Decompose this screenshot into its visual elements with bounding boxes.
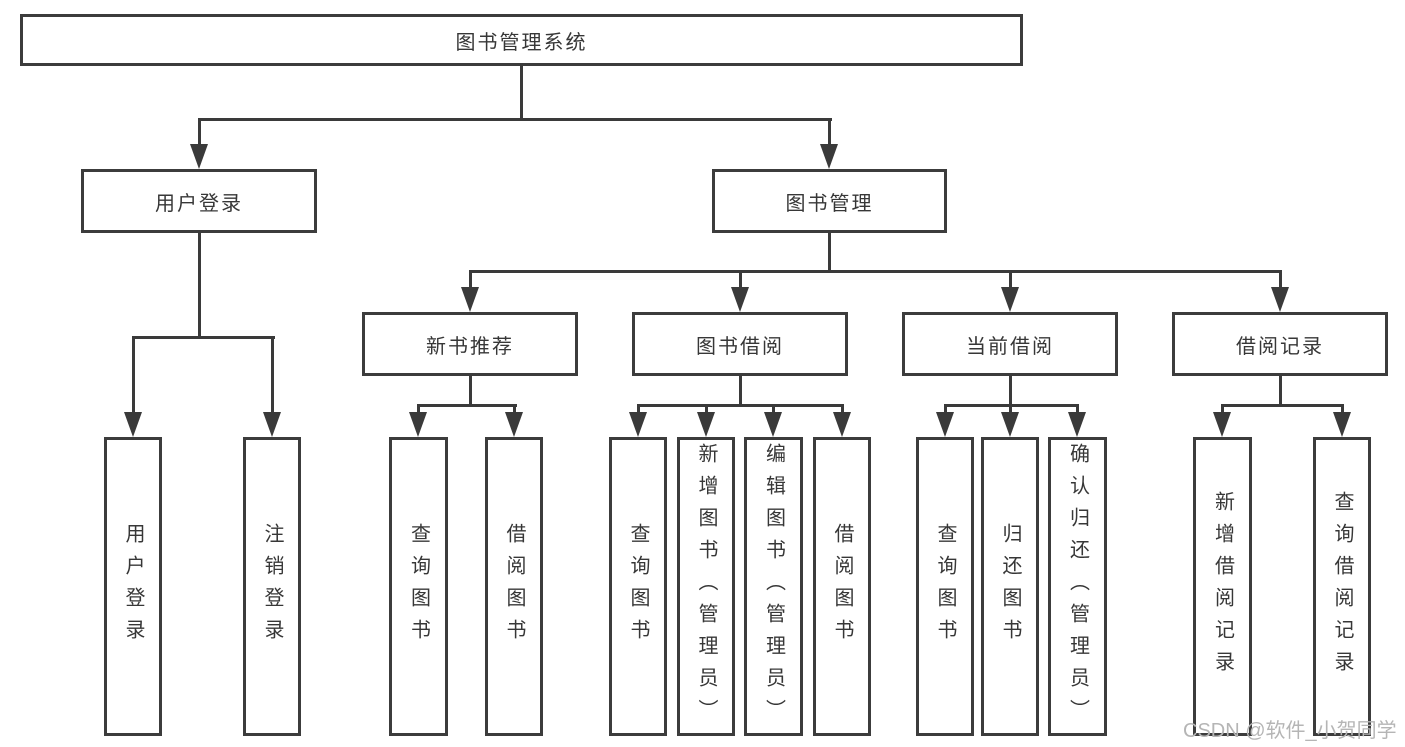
- edge-bb-query-stub: [637, 404, 640, 414]
- leaf-borrowing-add-admin: 新增图书（管理员）: [677, 437, 735, 736]
- edge-leaf-logout-stub: [271, 336, 274, 413]
- arrowhead-nb-query: [409, 412, 427, 437]
- leaf-current-confirm-admin: 确认归还（管理员）: [1048, 437, 1107, 736]
- leaf-records-add: 新增借阅记录: [1193, 437, 1252, 736]
- leaf-records-query: 查询借阅记录: [1313, 437, 1371, 736]
- edge-cb-query-stub: [944, 404, 947, 414]
- edge-book-mgmt-stub: [828, 118, 831, 146]
- leaf-borrowing-edit-admin-label: 编辑图书（管理员）: [762, 442, 785, 731]
- edge-new-books-stub: [469, 270, 472, 288]
- node-new-book-recommend-label: 新书推荐: [426, 335, 514, 358]
- edge-book-mgmt-trunk: [828, 233, 831, 273]
- leaf-user-login-label: 用户登录: [122, 522, 144, 651]
- leaf-user-login: 用户登录: [104, 437, 162, 736]
- edge-nb-borrow-stub: [513, 404, 516, 414]
- arrowhead-br-query: [1333, 412, 1351, 437]
- arrowhead-leaf-login: [124, 412, 142, 437]
- leaf-current-return: 归还图书: [981, 437, 1039, 736]
- leaf-current-return-label: 归还图书: [999, 522, 1021, 651]
- leaf-records-query-label: 查询借阅记录: [1331, 490, 1353, 683]
- node-book-borrowing-label: 图书借阅: [696, 335, 784, 358]
- leaf-records-add-label: 新增借阅记录: [1211, 490, 1234, 683]
- leaf-current-confirm-admin-label: 确认归还（管理员）: [1066, 442, 1089, 731]
- arrowhead-user-login: [190, 144, 208, 169]
- edge-level3-splitter: [469, 270, 1282, 273]
- edge-borrow-records-trunk: [1279, 375, 1282, 406]
- leaf-borrowing-borrow: 借阅图书: [813, 437, 871, 736]
- node-current-borrowing: 当前借阅: [902, 312, 1118, 376]
- arrowhead-book-borrow: [731, 287, 749, 312]
- edge-bb-add-stub: [705, 404, 708, 414]
- edge-user-login-trunk: [198, 233, 201, 339]
- leaf-newbooks-borrow: 借阅图书: [485, 437, 543, 736]
- arrowhead-bb-edit: [764, 412, 782, 437]
- edge-nb-query-stub: [417, 404, 420, 414]
- arrowhead-book-mgmt: [820, 144, 838, 169]
- edge-borrow-records-leaf-splitter: [1221, 404, 1343, 407]
- arrowhead-leaf-logout: [263, 412, 281, 437]
- leaf-borrowing-query-label: 查询图书: [627, 522, 649, 651]
- edge-leaf-login-stub: [132, 336, 135, 413]
- leaf-logout: 注销登录: [243, 437, 301, 736]
- leaf-borrowing-borrow-label: 借阅图书: [831, 522, 853, 651]
- node-root: 图书管理系统: [20, 14, 1023, 66]
- arrowhead-bb-query: [629, 412, 647, 437]
- edge-bb-edit-stub: [772, 404, 775, 414]
- node-book-borrowing: 图书借阅: [632, 312, 848, 376]
- edge-user-login-splitter: [132, 336, 275, 339]
- node-book-management-label: 图书管理: [785, 192, 874, 215]
- csdn-watermark: CSDN @软件_小贺同学: [1183, 720, 1397, 742]
- edge-level2-splitter: [198, 118, 832, 121]
- arrowhead-current-borrow: [1001, 287, 1019, 312]
- node-current-borrowing-label: 当前借阅: [966, 335, 1054, 358]
- edge-new-books-leaf-splitter: [417, 404, 517, 407]
- node-user-login: 用户登录: [81, 169, 317, 233]
- node-new-book-recommend: 新书推荐: [362, 312, 578, 376]
- edge-new-books-trunk: [469, 375, 472, 406]
- leaf-borrowing-edit-admin: 编辑图书（管理员）: [744, 437, 803, 736]
- arrowhead-cb-confirm: [1068, 412, 1086, 437]
- leaf-current-query: 查询图书: [916, 437, 974, 736]
- leaf-newbooks-query: 查询图书: [389, 437, 448, 736]
- leaf-borrowing-query: 查询图书: [609, 437, 667, 736]
- edge-borrow-records-stub: [1279, 270, 1282, 288]
- node-root-label: 图书管理系统: [455, 31, 588, 54]
- leaf-newbooks-query-label: 查询图书: [407, 522, 430, 651]
- arrowhead-cb-return: [1001, 412, 1019, 437]
- arrowhead-cb-query: [936, 412, 954, 437]
- node-borrow-records: 借阅记录: [1172, 312, 1388, 376]
- leaf-borrowing-add-admin-label: 新增图书（管理员）: [695, 442, 717, 731]
- edge-cb-return-stub: [1009, 404, 1012, 414]
- edge-book-borrow-stub: [739, 270, 742, 288]
- leaf-logout-label: 注销登录: [261, 522, 283, 651]
- edge-book-borrow-leaf-splitter: [637, 404, 843, 407]
- edge-current-borrow-trunk: [1009, 375, 1012, 406]
- edge-user-login-stub: [198, 118, 201, 146]
- arrowhead-nb-borrow: [505, 412, 523, 437]
- edge-root-trunk: [520, 64, 523, 120]
- arrowhead-br-add: [1213, 412, 1231, 437]
- edge-bb-borrow-stub: [841, 404, 844, 414]
- node-user-login-label: 用户登录: [155, 192, 243, 215]
- edge-br-add-stub: [1221, 404, 1224, 414]
- edge-current-borrow-stub: [1009, 270, 1012, 288]
- arrowhead-new-books: [461, 287, 479, 312]
- arrowhead-bb-add: [697, 412, 715, 437]
- node-borrow-records-label: 借阅记录: [1236, 335, 1324, 358]
- node-book-management: 图书管理: [712, 169, 947, 233]
- edge-br-query-stub: [1341, 404, 1344, 414]
- arrowhead-borrow-records: [1271, 287, 1289, 312]
- leaf-newbooks-borrow-label: 借阅图书: [503, 522, 525, 651]
- edge-cb-confirm-stub: [1076, 404, 1079, 414]
- leaf-current-query-label: 查询图书: [934, 522, 956, 651]
- edge-book-borrow-trunk: [739, 375, 742, 406]
- arrowhead-bb-borrow: [833, 412, 851, 437]
